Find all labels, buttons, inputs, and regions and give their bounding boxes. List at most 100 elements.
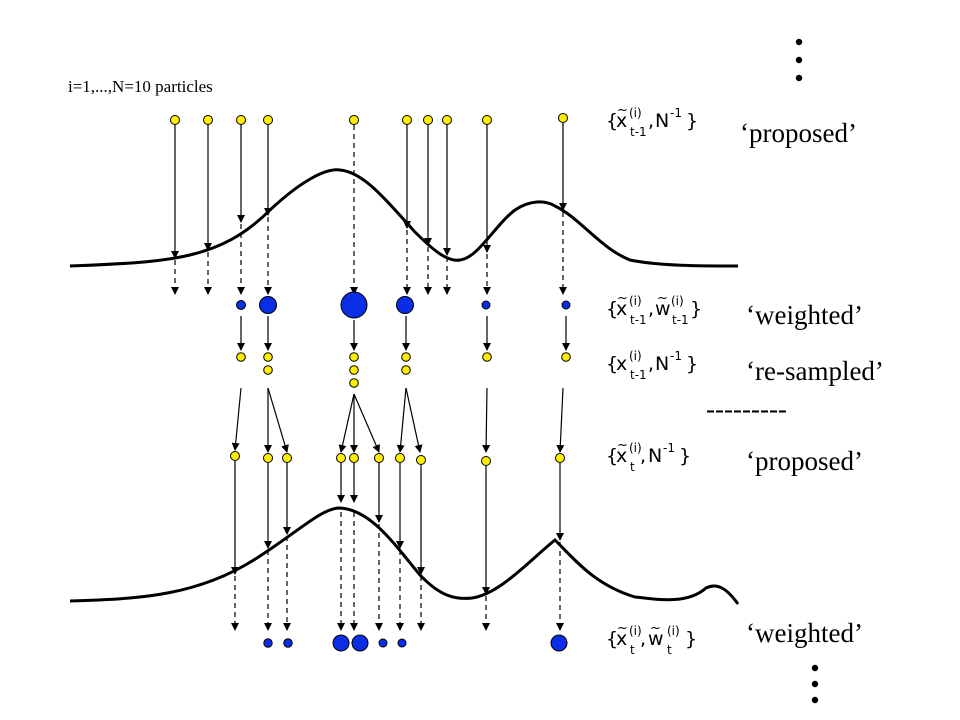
svg-text:~: ~	[650, 621, 661, 636]
particle-proposed-t	[230, 451, 240, 461]
particle-resampled	[401, 365, 411, 375]
stage-label-resampled: ‘re-sampled’	[746, 356, 884, 386]
particle-weighted-t-1	[340, 291, 368, 319]
svg-text:t-1: t-1	[672, 313, 689, 327]
particle-proposed-t	[349, 453, 359, 463]
svg-text:w: w	[655, 298, 671, 320]
svg-text:}: }	[686, 353, 698, 375]
particle-proposed-t-1	[402, 115, 412, 125]
propagate-arrow-6	[353, 393, 380, 453]
particle-resampled	[349, 352, 359, 362]
particle-proposed-t-1	[170, 115, 180, 125]
svg-text:~: ~	[617, 291, 628, 306]
propagate-arrow-8	[405, 387, 423, 453]
particle-proposed-t-1	[203, 115, 213, 125]
particle-weighted-t-1	[236, 300, 246, 310]
ellipsis-top	[795, 38, 803, 82]
propagate-arrow-4	[338, 393, 355, 453]
particles-count-label: i=1,...,N=10 particles	[68, 77, 213, 96]
svg-text:{: {	[606, 298, 618, 320]
svg-text:~: ~	[617, 438, 628, 453]
particle-weighted-t	[550, 634, 568, 652]
particle-resampled	[349, 378, 359, 388]
svg-text:t-1: t-1	[630, 313, 647, 327]
particle-proposed-t	[416, 455, 426, 465]
svg-text:,: ,	[648, 298, 654, 320]
stage-label-proposed-1: ‘proposed’	[740, 118, 857, 148]
svg-text:~: ~	[657, 291, 668, 306]
propagate-arrow-1	[231, 387, 242, 451]
svg-text:N: N	[655, 353, 669, 375]
particle-proposed-t-1	[482, 115, 492, 125]
particle-resampled	[401, 352, 411, 362]
svg-text:x: x	[616, 353, 627, 375]
stage-label-proposed-2: ‘proposed’	[746, 446, 863, 476]
svg-text:(i): (i)	[629, 441, 642, 455]
svg-text:N: N	[648, 445, 662, 467]
particle-resampled	[482, 352, 492, 362]
svg-text:}: }	[690, 298, 702, 320]
svg-text:}: }	[686, 110, 698, 132]
svg-text:}: }	[685, 628, 697, 650]
particle-proposed-t-1	[263, 115, 273, 125]
svg-text:{: {	[606, 110, 618, 132]
svg-text:N: N	[655, 110, 669, 132]
particle-proposed-t-1	[423, 115, 433, 125]
svg-text:-1: -1	[663, 441, 675, 455]
arrows-layer	[171, 123, 570, 631]
particle-proposed-t	[263, 453, 273, 463]
stage-separator: ---------	[706, 394, 787, 424]
svg-text:-1: -1	[670, 349, 682, 363]
particle-resampled	[349, 365, 359, 375]
stage-label-weighted-1: ‘weighted’	[746, 300, 863, 330]
svg-text:t-1: t-1	[630, 125, 647, 139]
propagate-arrow-9	[482, 387, 491, 453]
particle-proposed-t-1	[236, 115, 246, 125]
particle-proposed-t	[555, 453, 565, 463]
likelihood-curve-bottom	[69, 506, 740, 605]
particle-proposed-t	[395, 453, 405, 463]
particle-proposed-t	[481, 456, 491, 466]
particle-resampled	[263, 352, 273, 362]
particle-proposed-t-1	[558, 113, 568, 123]
particle-weighted-t-1	[561, 300, 571, 310]
particle-proposed-t	[282, 453, 292, 463]
svg-text:(i): (i)	[667, 624, 680, 638]
svg-text:,: ,	[640, 628, 646, 650]
particles-layer	[170, 113, 571, 652]
particle-resampled	[236, 352, 246, 362]
set-label-proposed-t: { ~ x (i) t , N -1 }	[606, 438, 691, 474]
propagate-arrow-7	[396, 387, 407, 453]
set-label-weighted-t-1: { ~ x (i) t-1 , ~ w (i) t-1 }	[606, 291, 702, 327]
particle-proposed-t-1	[442, 115, 452, 125]
particle-resampled	[263, 365, 273, 375]
set-label-proposed-t-1: { ~ x (i) t-1 , N -1 }	[606, 103, 698, 139]
particle-proposed-t-1	[349, 115, 359, 125]
svg-text:(i): (i)	[629, 624, 642, 638]
particle-weighted-t	[351, 634, 369, 652]
svg-text:x: x	[616, 628, 627, 650]
svg-text:x: x	[616, 110, 627, 132]
particle-resampled	[561, 352, 571, 362]
particle-weighted-t	[283, 638, 293, 648]
propagate-arrow-10	[556, 387, 565, 453]
svg-text:,: ,	[648, 110, 654, 132]
particle-weighted-t	[332, 634, 350, 652]
svg-text:(i): (i)	[629, 294, 642, 308]
svg-text:(i): (i)	[629, 106, 642, 120]
particle-proposed-t	[336, 453, 346, 463]
particle-weighted-t	[397, 638, 407, 648]
svg-text:,: ,	[648, 353, 654, 375]
svg-text:{: {	[606, 353, 618, 375]
svg-text:{: {	[606, 445, 618, 467]
svg-text:-1: -1	[670, 106, 682, 120]
set-label-resampled-t-1: { x (i) t-1 , N -1 }	[606, 349, 698, 382]
likelihood-curve-top	[69, 168, 739, 268]
svg-text:x: x	[616, 298, 627, 320]
svg-text:(i): (i)	[629, 349, 642, 363]
svg-text:x: x	[616, 445, 627, 467]
particle-weighted-t-1	[396, 296, 414, 314]
ellipsis-bottom	[811, 664, 819, 704]
particle-proposed-t	[374, 453, 384, 463]
